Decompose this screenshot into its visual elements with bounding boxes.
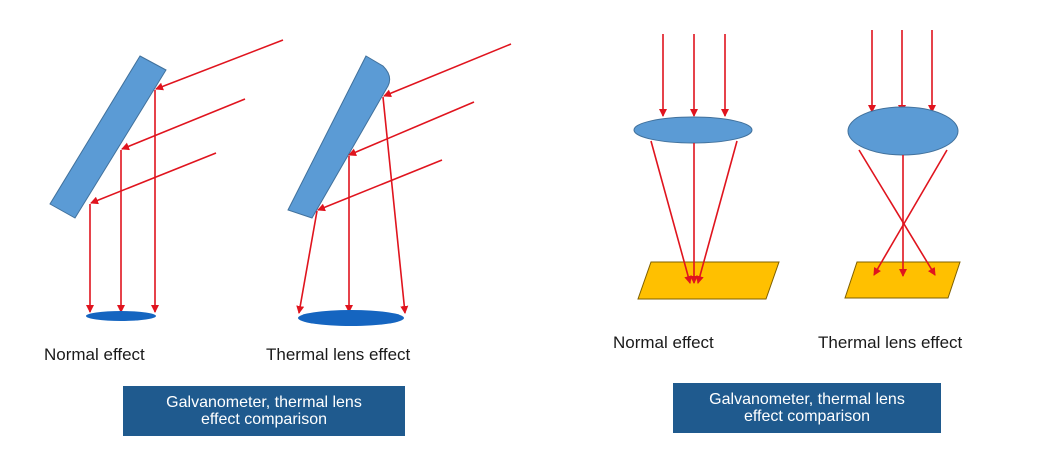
thermal-mirror-group	[287, 43, 512, 326]
focus-spot-normal	[86, 311, 156, 321]
focused-beam	[695, 140, 738, 284]
galvo-mirror-thermal	[287, 55, 391, 219]
reflected-beams-thermal	[296, 96, 409, 314]
reflected-beam	[296, 210, 318, 314]
caption-right-line1: Galvanometer, thermal lens	[709, 391, 905, 408]
incoming-beam	[348, 101, 475, 156]
label-normal-effect-right: Normal effect	[613, 333, 714, 352]
lens-thermal	[847, 106, 959, 156]
reflected-beam	[382, 96, 409, 314]
caption-left: Galvanometer, thermal lens effect compar…	[123, 386, 405, 436]
lens-normal	[633, 116, 753, 144]
caption-left-line1: Galvanometer, thermal lens	[166, 394, 362, 411]
normal-mirror-group	[49, 39, 284, 321]
normal-lens-group	[633, 34, 780, 300]
caption-right-line2: effect comparison	[744, 408, 870, 425]
focused-beam	[858, 149, 936, 276]
caption-left-line2: effect comparison	[201, 411, 327, 428]
incoming-beam	[317, 159, 443, 212]
incoming-beam	[121, 98, 246, 151]
reflected-beams-normal	[86, 90, 159, 313]
label-thermal-effect-right: Thermal lens effect	[818, 333, 963, 352]
focus-spot-thermal	[298, 310, 404, 326]
incoming-beams-normal	[90, 39, 284, 205]
incoming-beam	[155, 39, 284, 91]
label-normal-effect-left: Normal effect	[44, 345, 145, 364]
label-thermal-effect-left: Thermal lens effect	[266, 345, 411, 364]
thermal-lens-group	[844, 30, 961, 299]
galvo-mirror-normal	[49, 55, 167, 219]
focused-beam	[650, 140, 693, 284]
focused-beam	[873, 149, 948, 276]
incoming-beam	[383, 43, 512, 98]
caption-right: Galvanometer, thermal lens effect compar…	[673, 383, 941, 433]
incoming-beam	[90, 152, 217, 205]
incoming-beams-thermal	[317, 43, 512, 212]
workpiece-normal	[637, 261, 780, 300]
